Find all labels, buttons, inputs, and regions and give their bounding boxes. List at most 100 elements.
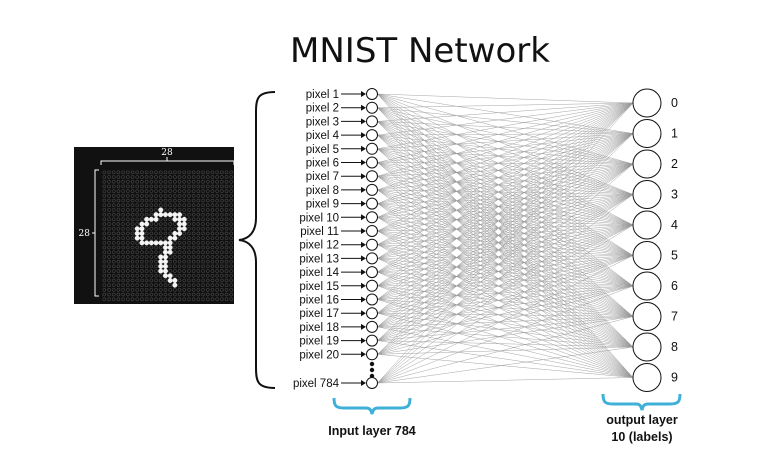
pixel-off xyxy=(111,245,116,250)
pixel-off xyxy=(229,184,234,189)
connection-line xyxy=(377,194,634,259)
pixel-off xyxy=(102,259,107,264)
pixel-on xyxy=(172,230,178,236)
pixel-off xyxy=(149,208,154,212)
pixel-off xyxy=(154,226,158,231)
ellipsis-dot xyxy=(369,373,375,379)
pixel-off xyxy=(182,259,187,264)
output-node xyxy=(632,119,662,148)
pixel-off xyxy=(201,184,205,189)
pixel-off xyxy=(158,283,163,287)
pixel-off xyxy=(144,198,149,203)
pixel-off xyxy=(173,179,177,184)
pixel-off xyxy=(135,264,140,269)
input-arrow-head-icon xyxy=(361,228,366,234)
pixel-off xyxy=(107,231,111,236)
pixel-off xyxy=(201,297,205,302)
pixel-off xyxy=(107,269,111,273)
pixel-off xyxy=(111,189,116,193)
pixel-off xyxy=(126,189,130,193)
pixel-off xyxy=(177,198,182,203)
pixel-off xyxy=(173,259,177,264)
connection-line xyxy=(377,121,634,317)
mnist-image-panel: 28 28 xyxy=(74,147,235,304)
pixel-off xyxy=(144,175,149,179)
pixel-off xyxy=(107,273,111,278)
connection-line xyxy=(377,189,634,317)
pixel-off xyxy=(182,212,187,217)
pixel-off xyxy=(135,259,140,264)
pixel-off xyxy=(158,288,163,292)
pixel-off xyxy=(144,170,149,175)
pixel-off xyxy=(111,283,116,287)
pixel-off xyxy=(182,245,187,250)
pixel-off xyxy=(220,184,224,189)
pixel-off xyxy=(173,245,177,250)
pixel-off xyxy=(116,236,121,240)
pixel-off xyxy=(182,198,187,203)
connection-line xyxy=(377,312,634,348)
pixel-off xyxy=(229,278,234,283)
pixel-on xyxy=(139,226,145,232)
pixel-off xyxy=(173,203,177,208)
connection-line xyxy=(377,194,634,328)
output-node xyxy=(632,88,662,118)
pixel-off xyxy=(215,212,219,217)
output-digit-label: 2 xyxy=(671,157,678,171)
pixel-off xyxy=(130,198,135,203)
connection-line xyxy=(377,121,634,226)
pixel-off xyxy=(168,288,172,292)
connection-line xyxy=(377,316,634,328)
pixel-off xyxy=(130,170,135,175)
pixel-off xyxy=(102,283,107,287)
pixel-off xyxy=(201,217,205,222)
pixel-off xyxy=(121,273,125,278)
input-pixel-label: pixel 20 xyxy=(299,349,339,361)
pixel-off xyxy=(135,250,140,255)
pixel-off xyxy=(144,259,149,264)
pixel-on xyxy=(158,259,164,265)
pixel-off xyxy=(210,245,215,250)
pixel-off xyxy=(187,292,191,297)
pixel-off xyxy=(182,194,187,198)
pixel-off xyxy=(201,245,205,250)
pixel-off xyxy=(102,175,107,179)
pixel-off xyxy=(140,264,144,269)
pixel-off xyxy=(187,297,191,302)
pixel-off xyxy=(201,179,205,184)
pixel-off xyxy=(220,273,224,278)
pixel-off xyxy=(135,170,140,175)
pixel-off xyxy=(144,236,149,240)
connection-line xyxy=(377,194,634,245)
connection-line xyxy=(377,163,634,314)
pixel-off xyxy=(210,222,215,226)
pixel-off xyxy=(201,278,205,283)
input-arrow-head-icon xyxy=(361,310,366,317)
pixel-off xyxy=(149,170,154,175)
pixel-off xyxy=(187,273,191,278)
pixel-off xyxy=(158,292,163,297)
pixel-off xyxy=(182,288,187,292)
ellipsis-dot xyxy=(369,361,375,367)
pixel-off xyxy=(187,259,191,264)
pixel-off xyxy=(182,179,187,184)
connection-line xyxy=(377,134,634,256)
pixel-off xyxy=(187,231,191,236)
pixel-off xyxy=(149,273,154,278)
connection-line xyxy=(377,189,634,195)
pixel-on xyxy=(158,240,164,246)
pixel-off xyxy=(191,217,196,222)
input-pixel-label: pixel 13 xyxy=(299,253,339,265)
pixel-on xyxy=(134,226,140,232)
pixel-off xyxy=(177,269,182,273)
pixel-off xyxy=(135,198,140,203)
pixel-off xyxy=(177,208,182,212)
pixel-off xyxy=(121,208,125,212)
connection-line xyxy=(377,121,634,348)
connection-lines xyxy=(377,93,634,384)
pixel-off xyxy=(126,292,130,297)
output-node xyxy=(632,210,662,240)
pixel-off xyxy=(210,208,215,212)
connection-line xyxy=(377,175,634,226)
pixel-off xyxy=(210,264,215,269)
